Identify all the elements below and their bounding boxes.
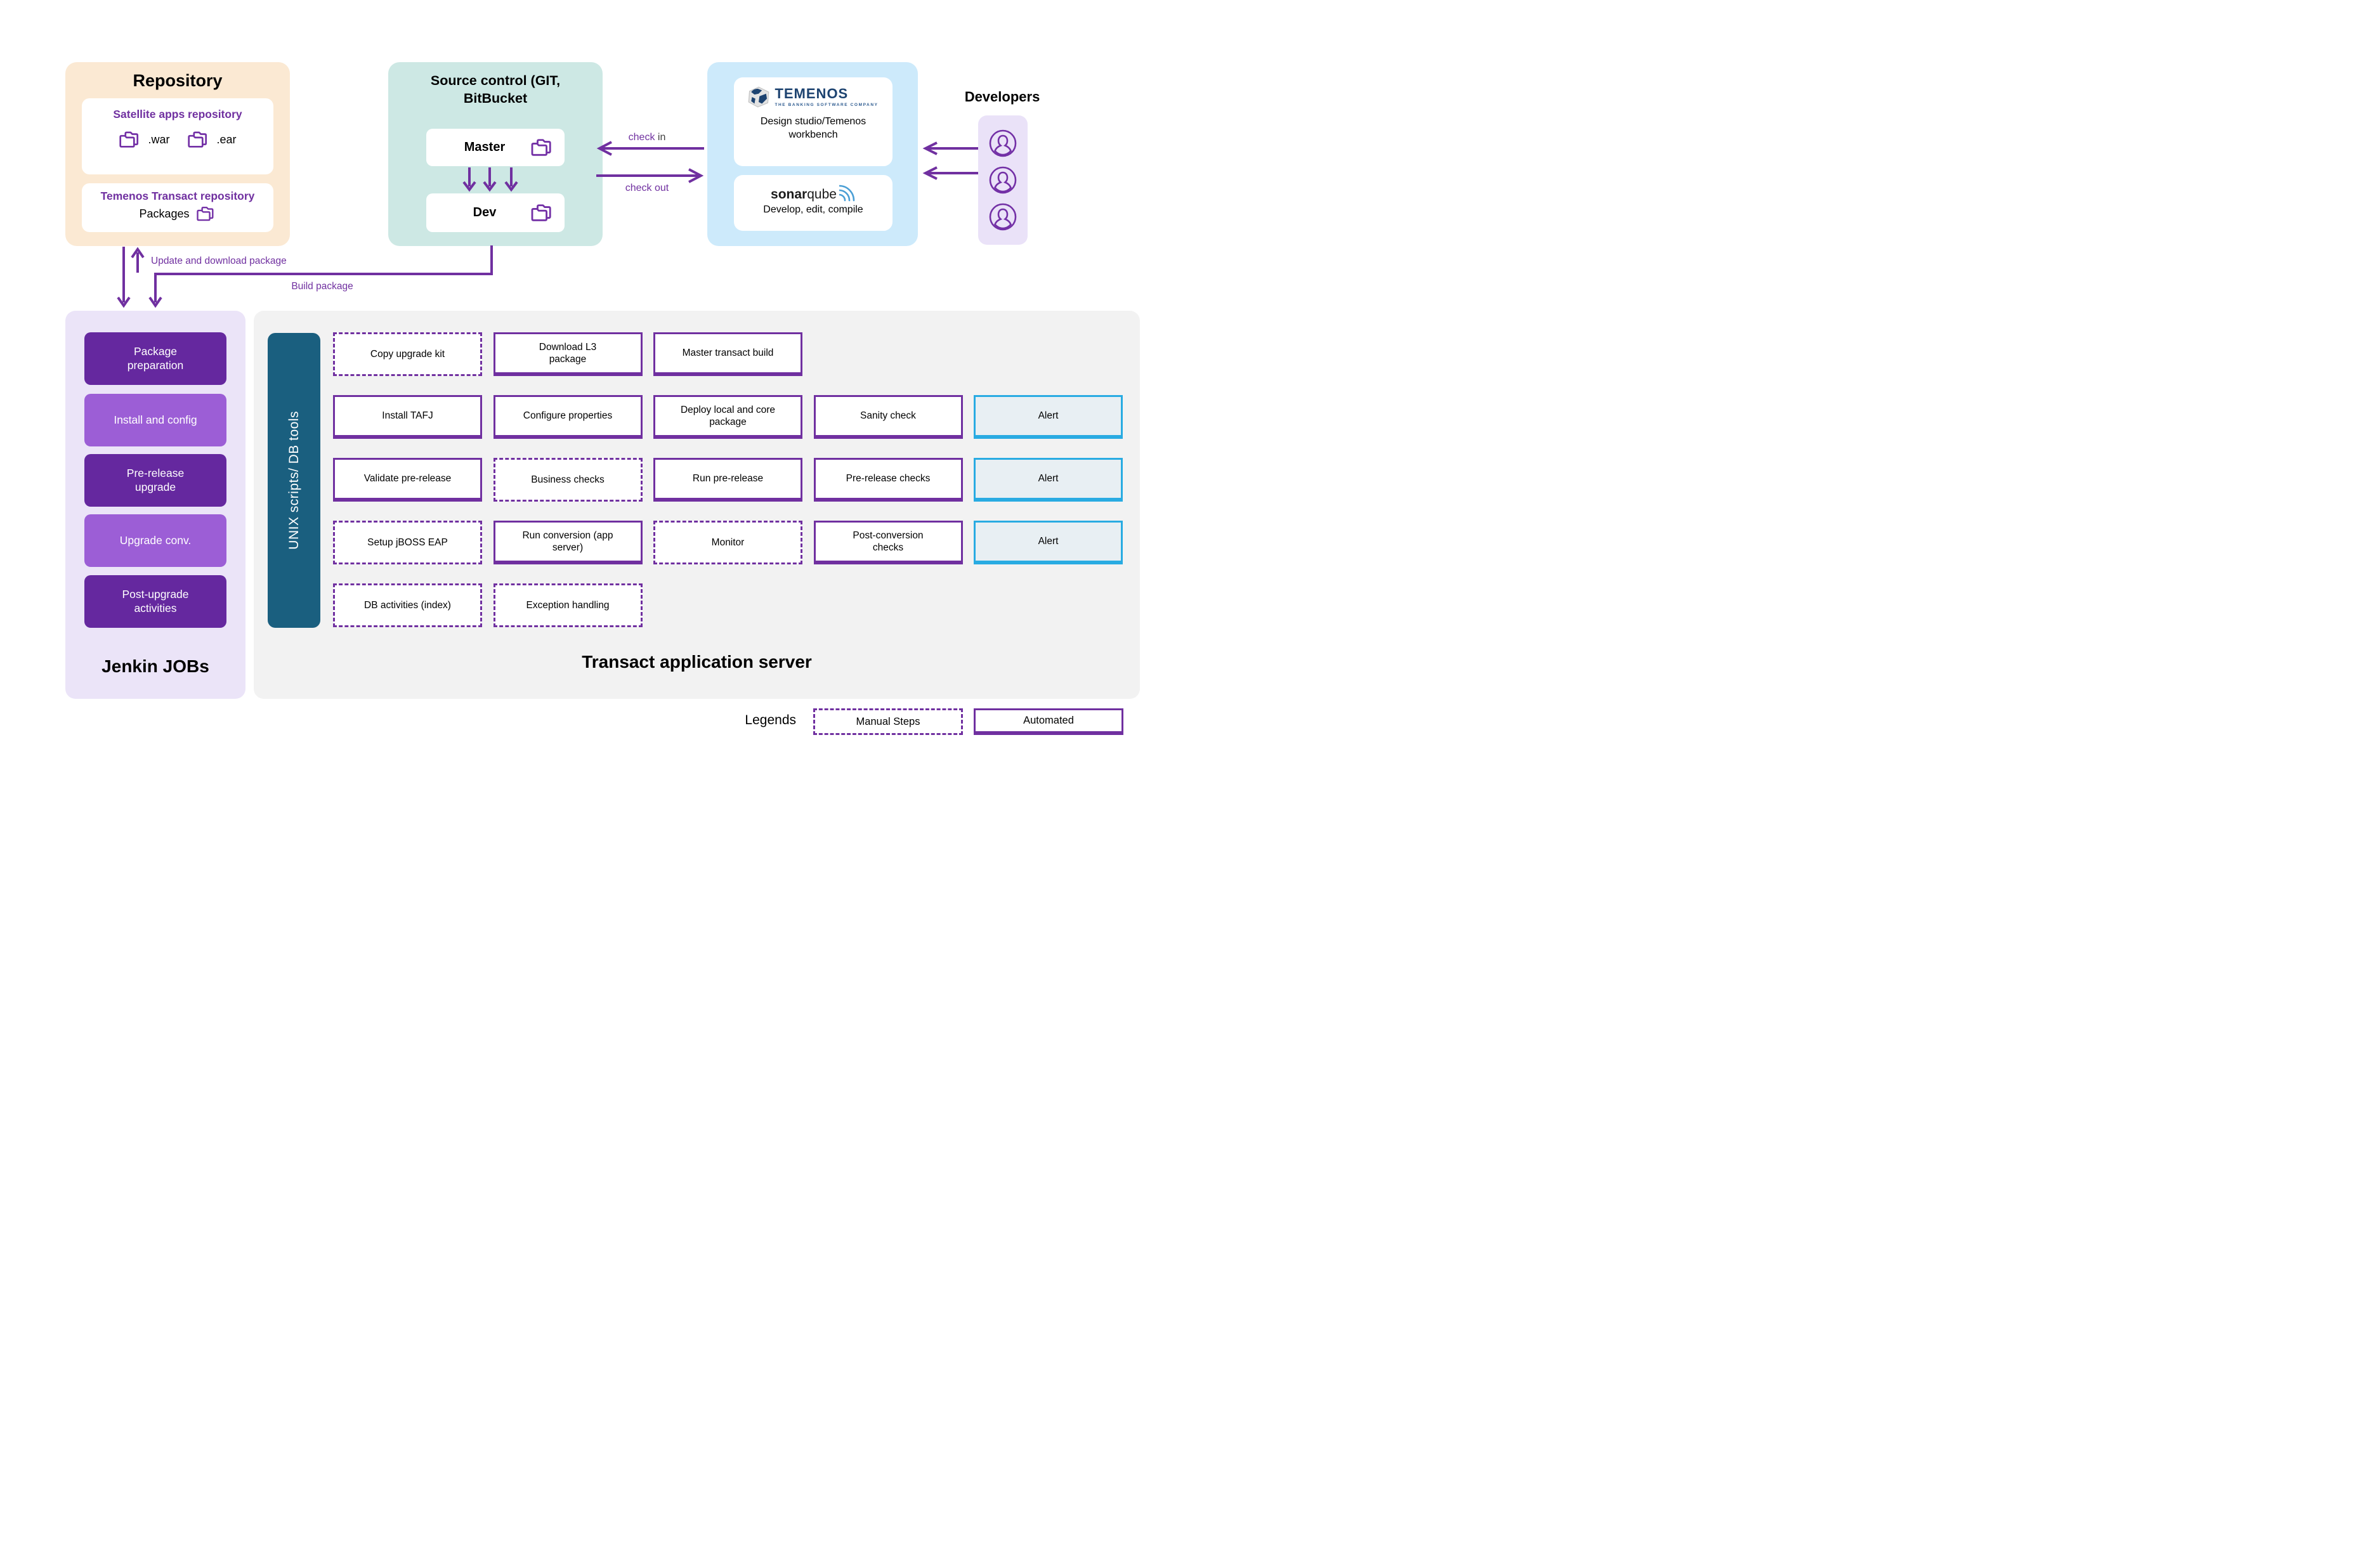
check-in-label: check in bbox=[628, 132, 666, 143]
folder-icon bbox=[530, 203, 554, 223]
developers-title: Developers bbox=[964, 89, 1040, 105]
folder-icon bbox=[196, 205, 216, 223]
person-icon bbox=[988, 128, 1018, 159]
step-deploy-local-core: Deploy local and core package bbox=[653, 395, 802, 439]
transact-repo-card: Temenos Transact repository Packages bbox=[82, 183, 273, 232]
ear-label: .ear bbox=[216, 133, 237, 146]
step-business-checks: Business checks bbox=[493, 458, 643, 502]
dev-branch-label: Dev bbox=[473, 205, 497, 219]
step-run-conversion: Run conversion (app server) bbox=[493, 521, 643, 564]
person-icon bbox=[988, 202, 1018, 232]
step-exception-handling: Exception handling bbox=[493, 583, 643, 627]
repository-panel: Repository Satellite apps repository .wa… bbox=[65, 62, 290, 246]
war-label: .war bbox=[148, 133, 170, 146]
step-post-conversion-checks: Post-conversion checks bbox=[813, 521, 963, 564]
folder-icon bbox=[530, 138, 554, 158]
sonarqube-label: Develop, edit, compile bbox=[763, 204, 863, 215]
temenos-globe-logo bbox=[749, 86, 769, 108]
job-post-upgrade-activities: Post-upgrade activities bbox=[84, 575, 226, 628]
source-control-title-line2: BitBucket bbox=[463, 90, 528, 106]
legend-manual-steps: Manual Steps bbox=[813, 708, 963, 735]
step-validate-pre-release: Validate pre-release bbox=[333, 458, 482, 502]
source-control-panel: Source control (GIT, BitBucket Master De… bbox=[388, 62, 603, 246]
step-sanity-check: Sanity check bbox=[813, 395, 963, 439]
step-copy-upgrade-kit: Copy upgrade kit bbox=[333, 332, 482, 376]
satellite-apps-title: Satellite apps repository bbox=[113, 108, 242, 120]
satellite-apps-card: Satellite apps repository .war .ear bbox=[82, 98, 273, 174]
packages-label: Packages bbox=[139, 207, 190, 220]
step-db-activities: DB activities (index) bbox=[333, 583, 482, 627]
person-icon bbox=[988, 165, 1018, 195]
dev-tools-panel: TEMENOS THE BANKING SOFTWARE COMPANY Des… bbox=[707, 62, 918, 246]
design-studio-card: TEMENOS THE BANKING SOFTWARE COMPANY Des… bbox=[734, 77, 893, 166]
jenkins-title: Jenkin JOBs bbox=[101, 656, 209, 676]
design-studio-label: Design studio/Temenos workbench bbox=[760, 116, 866, 140]
step-configure-properties: Configure properties bbox=[493, 395, 643, 439]
transact-server-title: Transact application server bbox=[582, 652, 812, 672]
sonarqube-waves-icon bbox=[839, 185, 855, 202]
build-package-label: Build package bbox=[291, 281, 353, 292]
unix-scripts-bar: UNIX scripts/ DB tools bbox=[268, 333, 320, 628]
unix-scripts-label: UNIX scripts/ DB tools bbox=[286, 411, 301, 550]
legend-title: Legends bbox=[745, 713, 796, 727]
pipeline-diagram: Repository Satellite apps repository .wa… bbox=[0, 0, 1190, 770]
sonarqube-brand: sonarqube bbox=[771, 187, 837, 202]
temenos-brand: TEMENOS bbox=[775, 86, 849, 101]
alert-box-sanity: Alert bbox=[974, 395, 1123, 439]
legend-automated: Automated bbox=[974, 708, 1123, 735]
step-pre-release-checks: Pre-release checks bbox=[813, 458, 963, 502]
alert-box-conversion: Alert bbox=[974, 521, 1123, 564]
jenkins-panel: Package preparation Install and config P… bbox=[65, 311, 245, 699]
sonarqube-card: sonarqube Develop, edit, compile bbox=[734, 175, 893, 231]
folder-icon bbox=[187, 130, 210, 150]
master-branch-label: Master bbox=[464, 140, 506, 154]
step-download-l3-package: Download L3 package bbox=[493, 332, 643, 376]
developers-panel bbox=[978, 115, 1028, 245]
master-branch-box: Master bbox=[426, 129, 565, 166]
step-install-tafj: Install TAFJ bbox=[333, 395, 482, 439]
check-out-label: check out bbox=[625, 183, 669, 193]
update-download-label: Update and download package bbox=[151, 256, 287, 266]
folder-icon bbox=[119, 130, 141, 150]
job-install-and-config: Install and config bbox=[84, 394, 226, 446]
dev-branch-box: Dev bbox=[426, 193, 565, 232]
transact-repo-title: Temenos Transact repository bbox=[100, 190, 255, 202]
job-upgrade-conv: Upgrade conv. bbox=[84, 514, 226, 567]
repository-title: Repository bbox=[133, 71, 223, 90]
source-control-title-line1: Source control (GIT, bbox=[430, 73, 561, 88]
step-setup-jboss-eap: Setup jBOSS EAP bbox=[333, 521, 482, 564]
alert-box-pre-release: Alert bbox=[974, 458, 1123, 502]
step-run-pre-release: Run pre-release bbox=[653, 458, 802, 502]
step-monitor: Monitor bbox=[653, 521, 802, 564]
job-package-preparation: Package preparation bbox=[84, 332, 226, 385]
transact-server-panel: UNIX scripts/ DB tools Copy upgrade kit … bbox=[254, 311, 1140, 699]
job-pre-release-upgrade: Pre-release upgrade bbox=[84, 454, 226, 507]
step-master-transact-build: Master transact build bbox=[653, 332, 802, 376]
temenos-tagline: THE BANKING SOFTWARE COMPANY bbox=[775, 103, 879, 107]
